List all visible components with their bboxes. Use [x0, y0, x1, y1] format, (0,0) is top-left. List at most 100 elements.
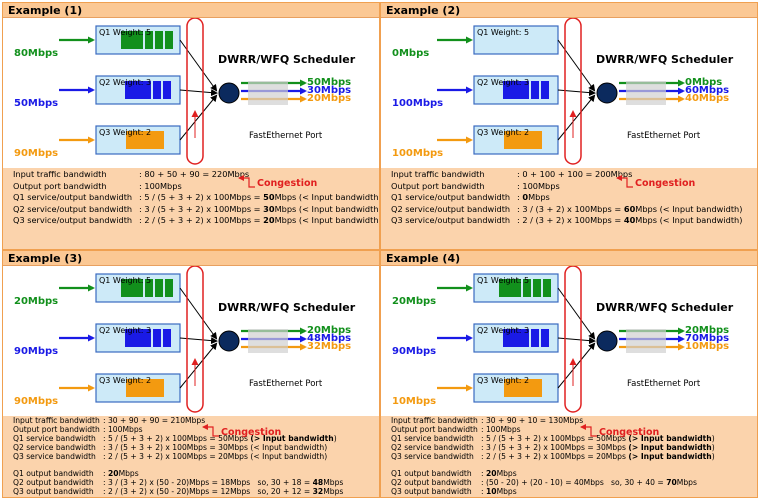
congestion-marker — [616, 175, 633, 188]
calc-segment: : 100Mbps — [139, 180, 182, 191]
calc-label: Q1 service/output bandwidth — [391, 192, 511, 202]
output-rate-label: 0Mbps — [685, 77, 723, 88]
congestion-arrow — [238, 175, 255, 188]
congestion-marker — [580, 424, 597, 437]
output-rate-label: 20Mbps — [307, 325, 352, 336]
calc-segment: Mbps — [676, 478, 697, 488]
calc-line: Output port bandwidth: 100Mbps — [13, 181, 182, 192]
calc-segment: Mbps — [528, 192, 550, 202]
calc-segment: 30 — [263, 203, 275, 214]
calc-segment: (> Input bandwidth — [628, 451, 712, 461]
calc-segment: 48 — [312, 478, 324, 488]
input-rate-label: 10Mbps — [392, 396, 437, 407]
calc-segment: ) — [711, 442, 715, 452]
input-rate-label: 100Mbps — [392, 148, 444, 159]
calc-segment: (> Input bandwidth — [628, 433, 712, 443]
queue-packet — [145, 279, 153, 297]
calc-segment: Mbps (< Input bandwidth) — [635, 203, 743, 214]
output-rate-label: 60Mbps — [685, 85, 730, 96]
calc-segment: 20 — [107, 469, 119, 479]
calc-segment: : 2 / (5 + 3 + 2) x 100Mbps = 20Mbps — [481, 451, 629, 461]
scheduler-title: DWRR/WFQ Scheduler — [596, 301, 734, 314]
calc-line: Q2 service bandwidth: 3 / (5 + 3 + 2) x … — [13, 443, 327, 454]
calc-segment: Mbps — [496, 469, 517, 479]
calc-label: Q2 service bandwidth — [391, 442, 474, 452]
input-rate-label: 90Mbps — [14, 346, 59, 357]
output-rate-label: 30Mbps — [307, 85, 352, 96]
queue-packet — [153, 81, 161, 99]
calc-segment: Mbps (< Input bandwidth) — [274, 203, 380, 214]
queue-packet — [125, 81, 151, 99]
calc-segment: : 3 / (5 + 3 + 2) x 100Mbps = 30Mbps — [481, 442, 629, 452]
queue-weight-label: Q2 Weight: 3 — [99, 78, 152, 87]
queue-output-line — [179, 89, 218, 97]
calc-label: Q1 output bandwidth — [391, 469, 472, 479]
calc-segment: : 5 / (5 + 3 + 2) x 100Mbps = 50Mbps — [481, 433, 629, 443]
calc-line: Q3 output bandwidth: 2 / (3 + 2) x (50 -… — [13, 487, 343, 497]
calc-label: Output port bandwidth — [391, 424, 478, 434]
queue-packet — [531, 329, 539, 347]
queue-packet — [145, 31, 153, 49]
input-rate-label: 20Mbps — [392, 296, 437, 307]
calculation-box: Input traffic bandwidth: 80 + 50 + 90 = … — [3, 168, 380, 249]
port-label: FastEthernet Port — [627, 379, 701, 389]
calc-segment: 70 — [666, 478, 677, 488]
calc-line: Q3 service/output bandwidth: 2 / (3 + 2)… — [391, 215, 742, 226]
calc-label: Input traffic bandwidth — [391, 169, 485, 179]
calc-segment: : 100Mbps — [517, 180, 560, 191]
queue-output-line — [557, 337, 596, 345]
congestion-label: Congestion — [635, 178, 696, 189]
calc-segment: 10 — [485, 487, 497, 497]
calc-label: Q1 service/output bandwidth — [13, 192, 133, 202]
queue-box — [473, 25, 559, 55]
calc-segment: 32 — [312, 487, 324, 497]
feedback-loop — [186, 265, 204, 413]
congestion-label: Congestion — [257, 178, 318, 189]
queue-output-line — [557, 342, 596, 389]
queue-weight-label: Q3 Weight: 2 — [99, 128, 152, 137]
calculation-box: Input traffic bandwidth: 0 + 100 + 100 =… — [381, 168, 757, 249]
calc-label: Q2 service/output bandwidth — [13, 203, 133, 214]
queue-packet — [504, 131, 542, 149]
example-title: Example (3) — [3, 251, 379, 266]
congestion-label: Congestion — [221, 427, 282, 438]
calc-label: Output port bandwidth — [391, 180, 485, 191]
calc-line: Q2 output bandwidth: 3 / (3 + 2) x (50 -… — [13, 478, 343, 489]
queue-weight-label: Q3 Weight: 2 — [99, 376, 152, 385]
calc-line: Q1 service bandwidth : 5 / (5 + 3 + 2) x … — [13, 434, 337, 445]
calc-segment: 20 — [485, 469, 497, 479]
calc-label: Q1 service bandwidth — [13, 433, 96, 443]
queue-weight-label: Q2 Weight: 3 — [477, 78, 530, 87]
calc-label: Q1 output bandwidth — [13, 469, 94, 479]
port-label: FastEthernet Port — [249, 131, 323, 141]
queue-output-line — [179, 337, 218, 345]
calc-segment: ) — [333, 433, 337, 443]
feedback-loop — [564, 17, 582, 165]
calc-label: Q2 service bandwidth — [13, 442, 96, 452]
calc-segment: Mbps (< Input bandwidth) — [635, 215, 743, 225]
calc-segment: : 100Mbps — [481, 424, 521, 434]
calc-label: Q3 service bandwidth — [13, 451, 96, 461]
scheduler-svg — [59, 265, 307, 413]
calc-line: Q1 output bandwidth: 20Mbps — [13, 469, 139, 480]
calc-segment: (> Input bandwidth — [250, 433, 334, 443]
calc-segment: : — [481, 487, 486, 497]
calc-segment: : 3 / (5 + 3 + 2) x 100Mbps = — [139, 203, 264, 214]
calc-line: Q1 service bandwidth: 5 / (5 + 3 + 2) x … — [391, 434, 715, 445]
queue-packet — [165, 31, 173, 49]
queue-weight-label: Q2 Weight: 3 — [477, 326, 530, 335]
queue-packet — [523, 279, 531, 297]
calc-segment: 50 — [263, 192, 275, 202]
calc-segment: ) — [711, 451, 715, 461]
queue-output-line — [179, 342, 218, 389]
scheduler-node — [596, 330, 618, 352]
calc-segment: : 2 / (5 + 3 + 2) x 100Mbps = 20Mbps (< … — [103, 451, 328, 461]
calc-segment: : 30 + 90 + 10 = 130Mbps — [481, 416, 584, 425]
calc-segment: Mbps — [118, 469, 139, 479]
calc-segment: : 5 / (5 + 3 + 2) x 100Mbps = 50Mbps — [103, 433, 251, 443]
feedback-loop — [564, 265, 582, 413]
output-rate-label: 32Mbps — [307, 341, 352, 352]
